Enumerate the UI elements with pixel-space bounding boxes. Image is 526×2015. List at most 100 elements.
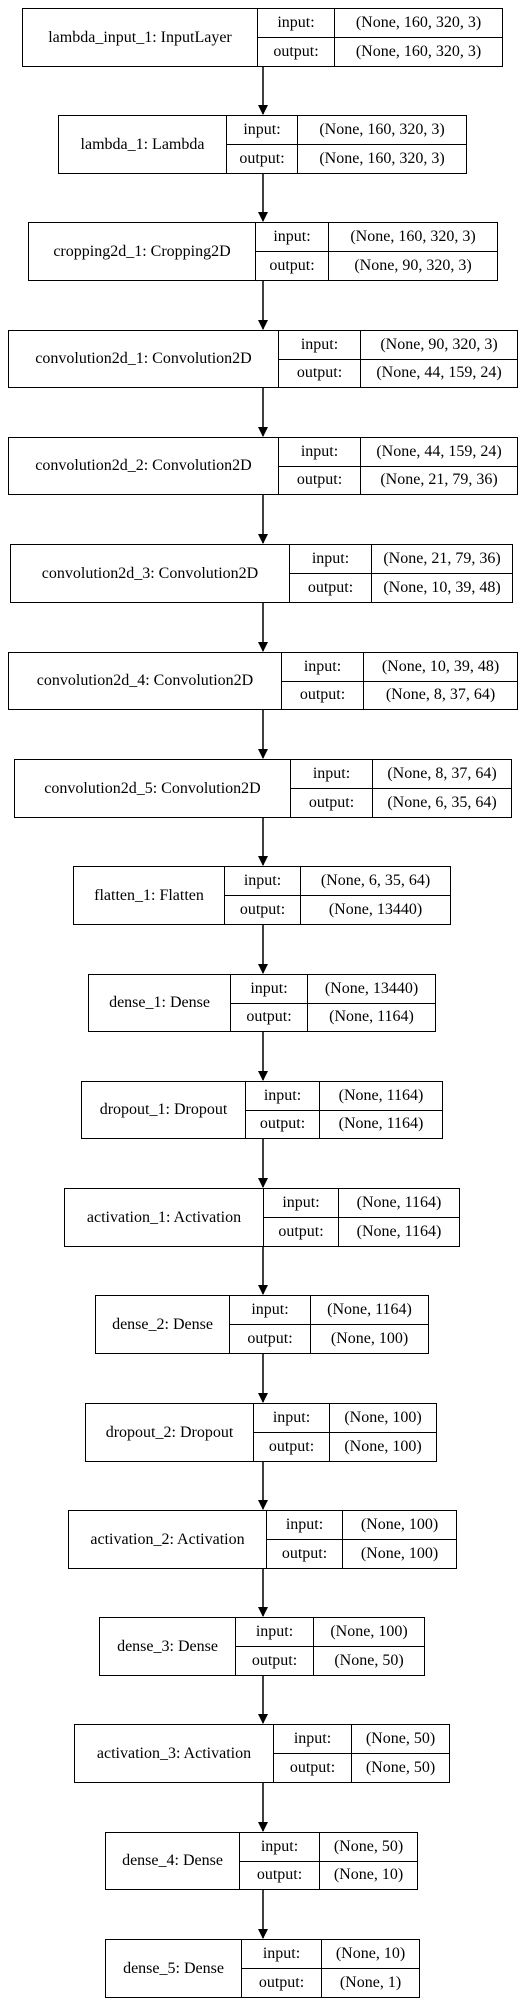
output-label: output: bbox=[231, 1002, 307, 1032]
input-shape: (None, 1164) bbox=[356, 1194, 442, 1211]
output-shape: (None, 10) bbox=[320, 1860, 417, 1890]
output-label: output: bbox=[246, 1109, 319, 1139]
input-shape: (None, 100) bbox=[360, 1516, 439, 1533]
output-shape: (None, 21, 79, 36) bbox=[361, 465, 517, 495]
layer-name: lambda_input_1: InputLayer bbox=[23, 9, 258, 66]
input-shape: (None, 100) bbox=[330, 1623, 408, 1640]
output-label: output: bbox=[279, 358, 360, 388]
input-shape: (None, 8, 37, 64) bbox=[387, 765, 497, 782]
layer-node-flatten-1: flatten_1: Flatten input: output: (None, 6,… bbox=[73, 866, 451, 925]
output-label: output: bbox=[290, 573, 371, 602]
output-shape: (None, 160, 320, 3) bbox=[298, 144, 466, 173]
input-label: input: bbox=[262, 1945, 301, 1962]
input-shape: (None, 13440) bbox=[324, 979, 419, 997]
layer-name: flatten_1: Flatten bbox=[74, 867, 225, 924]
output-label: output: bbox=[242, 1968, 321, 1997]
input-shape: (None, 160, 320, 3) bbox=[355, 14, 482, 31]
input-shape: (None, 90, 320, 3) bbox=[380, 335, 498, 353]
output-label: output: bbox=[258, 37, 334, 66]
layer-name: dropout_1: Dropout bbox=[82, 1082, 246, 1138]
input-label: input: bbox=[285, 1516, 324, 1533]
input-label: input: bbox=[263, 1086, 302, 1104]
layer-name: convolution2d_3: Convolution2D bbox=[11, 545, 290, 602]
layer-name: activation_2: Activation bbox=[69, 1511, 267, 1568]
input-label: input: bbox=[272, 1409, 311, 1426]
layer-node-convolution2d-3: convolution2d_3: Convolution2D input: outp… bbox=[10, 544, 513, 603]
output-label: output: bbox=[254, 1432, 329, 1461]
input-label: input: bbox=[243, 872, 282, 889]
input-label: input: bbox=[243, 121, 281, 138]
layer-name: dropout_2: Dropout bbox=[86, 1404, 254, 1461]
output-shape: (None, 100) bbox=[311, 1324, 428, 1353]
output-shape: (None, 50) bbox=[352, 1753, 449, 1782]
input-shape: (None, 50) bbox=[333, 1837, 404, 1855]
layer-name: dense_2: Dense bbox=[96, 1296, 230, 1353]
layer-name: dense_3: Dense bbox=[100, 1618, 236, 1675]
input-label: input: bbox=[303, 657, 342, 675]
layer-node-dense-1: dense_1: Dense input: output: (None, 13440)… bbox=[88, 974, 436, 1032]
layer-name: cropping2d_1: Cropping2D bbox=[29, 223, 256, 280]
input-label: input: bbox=[250, 979, 288, 997]
input-label: input: bbox=[282, 1194, 320, 1211]
output-shape: (None, 6, 35, 64) bbox=[373, 788, 511, 817]
output-label: output: bbox=[256, 251, 328, 280]
output-label: output: bbox=[264, 1217, 338, 1246]
output-shape: (None, 90, 320, 3) bbox=[329, 251, 497, 280]
output-label: output: bbox=[225, 895, 300, 924]
output-shape: (None, 8, 37, 64) bbox=[364, 680, 517, 710]
input-shape: (None, 44, 159, 24) bbox=[376, 442, 502, 460]
output-shape: (None, 10, 39, 48) bbox=[372, 573, 512, 602]
input-shape: (None, 10) bbox=[335, 1945, 406, 1962]
layer-name: convolution2d_1: Convolution2D bbox=[9, 331, 279, 387]
output-label: output: bbox=[230, 1324, 310, 1353]
input-shape: (None, 100) bbox=[344, 1409, 422, 1426]
input-label: input: bbox=[300, 442, 339, 460]
input-shape: (None, 6, 35, 64) bbox=[320, 872, 431, 889]
output-label: output: bbox=[282, 680, 363, 710]
layer-node-dense-4: dense_4: Dense input: output: (None, 50) (No… bbox=[105, 1832, 418, 1890]
output-shape: (None, 50) bbox=[314, 1646, 424, 1675]
input-shape: (None, 160, 320, 3) bbox=[319, 121, 445, 138]
layer-name: dense_1: Dense bbox=[89, 975, 231, 1031]
layer-node-convolution2d-2: convolution2d_2: Convolution2D input: outp… bbox=[8, 437, 518, 495]
output-label: output: bbox=[240, 1860, 319, 1890]
output-label: output: bbox=[279, 465, 360, 495]
input-shape: (None, 10, 39, 48) bbox=[381, 657, 500, 675]
output-shape: (None, 13440) bbox=[301, 895, 450, 924]
output-shape: (None, 160, 320, 3) bbox=[335, 37, 502, 66]
output-label: output: bbox=[274, 1753, 351, 1782]
layer-name: convolution2d_4: Convolution2D bbox=[9, 653, 282, 709]
output-label: output: bbox=[227, 144, 297, 173]
output-shape: (None, 1164) bbox=[320, 1109, 442, 1139]
layer-name: convolution2d_2: Convolution2D bbox=[9, 438, 279, 494]
output-shape: (None, 100) bbox=[343, 1539, 456, 1568]
input-label: input: bbox=[312, 765, 351, 782]
input-shape: (None, 1164) bbox=[327, 1301, 412, 1318]
input-label: input: bbox=[260, 1837, 299, 1855]
layer-name: dense_4: Dense bbox=[106, 1833, 240, 1889]
layer-name: lambda_1: Lambda bbox=[59, 116, 227, 173]
input-shape: (None, 160, 320, 3) bbox=[350, 228, 476, 245]
input-shape: (None, 50) bbox=[365, 1730, 436, 1747]
input-shape: (None, 1164) bbox=[338, 1086, 424, 1104]
layer-name: convolution2d_5: Convolution2D bbox=[15, 760, 291, 817]
layer-name: dense_5: Dense bbox=[106, 1940, 242, 1997]
input-label: input: bbox=[293, 1730, 332, 1747]
input-label: input: bbox=[311, 550, 350, 567]
output-label: output: bbox=[267, 1539, 342, 1568]
output-shape: (None, 100) bbox=[330, 1432, 436, 1461]
